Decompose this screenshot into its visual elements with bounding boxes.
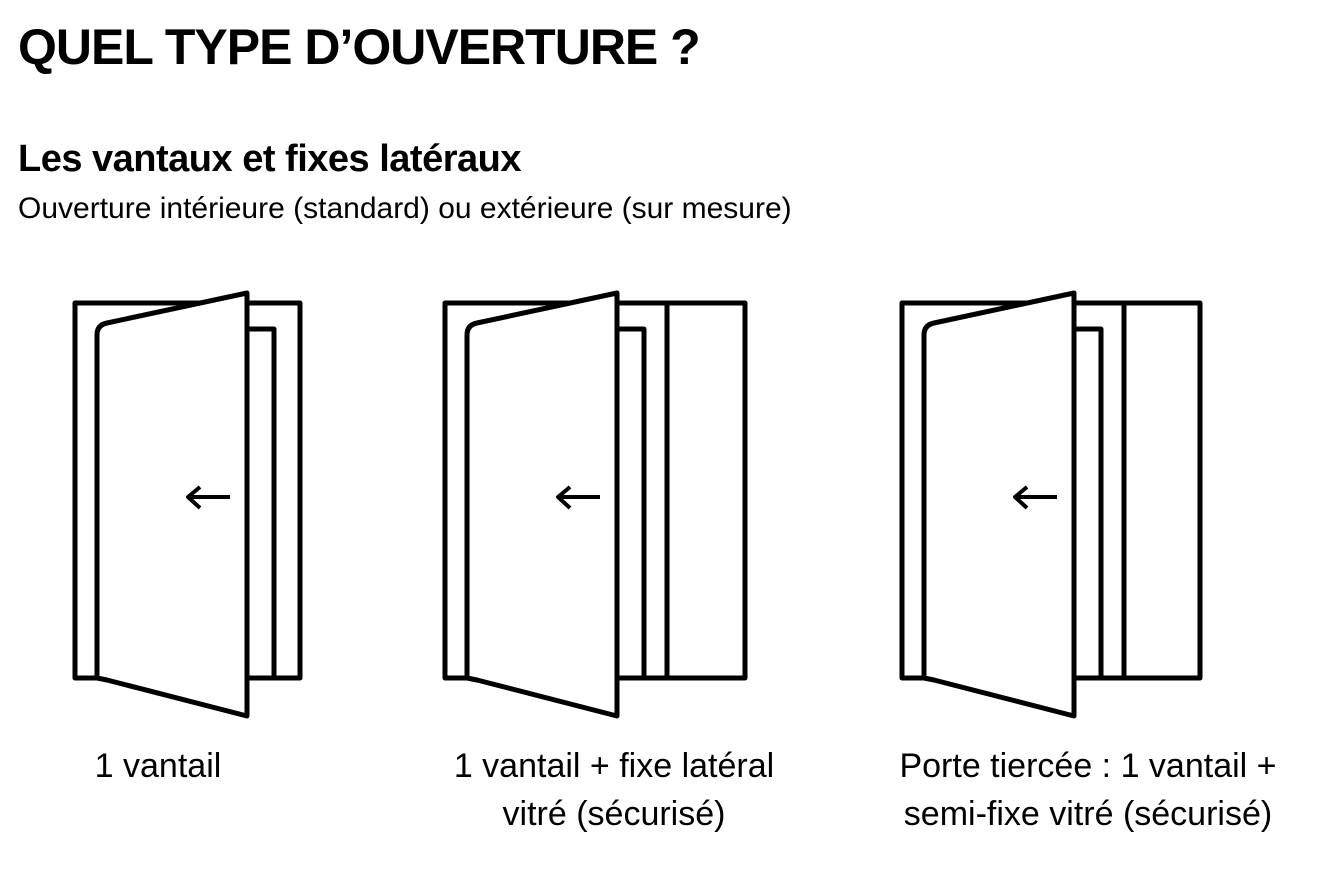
option-caption-1: 1 vantail <box>58 742 258 790</box>
option-caption-3: Porte tiercée : 1 vantail + semi-fixe vi… <box>858 742 1318 838</box>
caption-line: vitré (sécurisé) <box>502 795 726 833</box>
caption-line: semi-fixe vitré (sécurisé) <box>903 795 1273 833</box>
caption-line: 1 vantail <box>94 747 222 785</box>
option-caption-2: 1 vantail + fixe latéral vitré (sécurisé… <box>414 742 814 838</box>
door-single-leaf-icon <box>72 293 303 716</box>
caption-line: 1 vantail + fixe latéral <box>453 747 775 785</box>
section-description: Ouverture intérieure (standard) ou extér… <box>18 192 792 225</box>
page-title: QUEL TYPE D’OUVERTURE ? <box>18 19 701 75</box>
caption-line: Porte tiercée : 1 vantail + <box>899 747 1277 785</box>
door-leaf-with-side-panel-icon <box>442 293 748 716</box>
door-leaf-with-semi-fixed-panel-icon <box>899 293 1203 716</box>
section-subtitle: Les vantaux et fixes latéraux <box>18 138 521 180</box>
